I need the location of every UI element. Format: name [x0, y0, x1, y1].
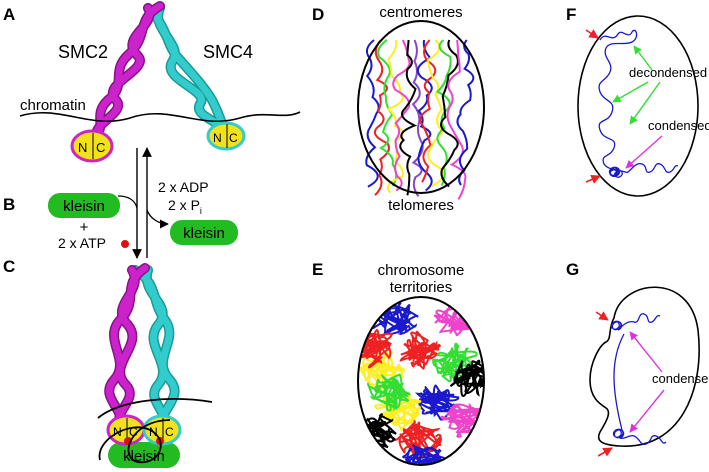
kleisin-released: kleisin — [170, 220, 238, 245]
smc4-coiled-coil — [143, 3, 232, 141]
smc4-label: SMC4 — [203, 42, 253, 62]
smc2-coiled-coil — [89, 1, 165, 145]
panel-f-letter: F — [566, 5, 576, 24]
territories-label-line1: chromosome — [378, 262, 465, 279]
telomere-marker-arrow — [585, 29, 599, 39]
telomere-marker-arrow — [597, 447, 613, 457]
engaged-c-right: C — [165, 425, 174, 439]
territory-strand — [402, 444, 451, 465]
territory-strand — [374, 391, 422, 432]
condensed-label: condensed — [648, 118, 709, 133]
chromosome-strand — [365, 39, 380, 188]
atp-dot-icon — [121, 240, 129, 248]
panel-a-letter: A — [3, 5, 15, 24]
telomeres-label: telomeres — [388, 197, 454, 214]
panel-b: B kleisin + 2 x ATP 2 x ADP 2 x Pi kleis… — [3, 147, 238, 259]
pi-label: 2 x Pi — [168, 197, 202, 216]
adp-label: 2 x ADP — [158, 179, 209, 195]
chromosome-strand — [456, 39, 475, 186]
chromosome-strand — [426, 39, 444, 188]
chromatin-entrapped — [97, 398, 213, 463]
chromosome-strand — [399, 39, 418, 196]
nucleus-outline-deformed — [589, 286, 700, 447]
nucleus-outline — [357, 296, 485, 466]
chromosome-telomere-cluster-top — [610, 313, 661, 331]
chromatin-strand — [19, 111, 301, 122]
smc2-label: SMC2 — [58, 42, 108, 62]
rabl-chromosomes — [365, 39, 475, 200]
head-c-label-right: C — [229, 131, 238, 145]
smc4-head-domain: N C — [206, 121, 246, 151]
panel-e: E chromosome territories — [312, 260, 485, 466]
chromosome-strand — [419, 39, 437, 183]
panel-g: G condensed — [566, 260, 709, 457]
telomere-marker-arrow — [585, 174, 601, 184]
telomere-marker-arrow — [595, 311, 609, 321]
smc2-head-domain: N C — [70, 129, 114, 163]
chromatin-label: chromatin — [20, 97, 86, 114]
chromosome-condensed-cluster — [608, 163, 679, 178]
territory-strand — [366, 373, 411, 412]
kleisin-input-label: kleisin — [63, 198, 105, 215]
atp-label: 2 x ATP — [58, 235, 106, 251]
panel-f: F decondensed condensed — [566, 5, 709, 197]
nucleus-outline — [577, 15, 699, 197]
centromeres-label: centromeres — [379, 4, 462, 21]
smc4-coiled-coil-closed — [130, 265, 180, 433]
condensed-arrow — [629, 389, 665, 433]
territory-strand — [358, 413, 397, 453]
head-n-label: N — [78, 140, 87, 155]
chromosome-decondensed — [598, 29, 638, 173]
head-n-label-right: N — [213, 131, 222, 145]
condensed-arrow — [629, 331, 663, 373]
decondensed-arrow — [633, 45, 653, 71]
kleisin-input: kleisin — [48, 193, 120, 218]
decondensed-arrow — [629, 81, 661, 125]
territory-strand — [399, 330, 441, 370]
panel-d-letter: D — [312, 5, 324, 24]
panel-a: A chromatin SMC2 SMC4 N C — [3, 1, 301, 163]
kleisin-released-label: kleisin — [183, 225, 225, 242]
chromosome-strand — [416, 39, 433, 192]
plus-sign: + — [80, 219, 89, 236]
chromosome-telomere-cluster-bottom — [612, 428, 667, 445]
territory-strand — [372, 298, 419, 337]
territory-strand — [449, 359, 484, 398]
chromosome-territories — [358, 298, 484, 465]
chromosome-strand — [440, 39, 459, 188]
chromosome-strand — [386, 39, 404, 194]
territory-strand — [433, 300, 477, 337]
chromosome-strand — [373, 39, 390, 196]
panel-d: D centromeres telomeres — [312, 4, 485, 214]
panel-c: C kleisin N C N C — [3, 257, 213, 468]
condensed-label: condensed — [652, 371, 709, 386]
panel-g-letter: G — [566, 260, 579, 279]
decondensed-label: decondensed — [629, 65, 707, 80]
panel-e-letter: E — [312, 260, 323, 279]
territories-label-line2: territories — [390, 279, 453, 296]
input-curve — [117, 195, 138, 209]
territory-strand — [414, 384, 460, 421]
condensed-arrow — [625, 135, 663, 169]
territory-strand — [358, 328, 393, 369]
nucleus-outline — [357, 20, 485, 194]
head-c-label: C — [96, 140, 105, 155]
engaged-c-left: C — [129, 425, 138, 439]
chromosome-spanning-strand — [613, 333, 625, 431]
release-curve — [146, 209, 169, 229]
kleisin-bridge: kleisin — [108, 442, 180, 468]
chromosome-strand — [411, 39, 424, 198]
territory-strand — [393, 420, 442, 461]
panel-c-letter: C — [3, 257, 15, 276]
decondensed-arrow — [612, 81, 649, 103]
panel-b-letter: B — [3, 195, 15, 214]
